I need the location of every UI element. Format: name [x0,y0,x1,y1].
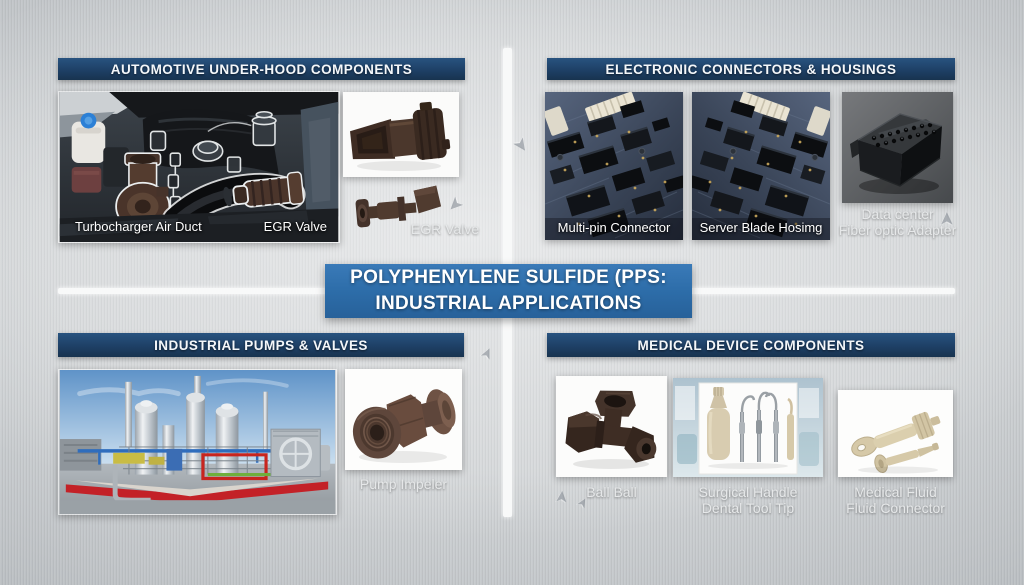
decorative-arrow-icon: ➤ [509,133,535,157]
fiber-adapter-caption-line1: Data center [861,206,934,222]
dental-tool-tips [739,391,794,462]
dental-tools-caption-line2: Dental Tool Tip [701,500,795,516]
tee-fitting-caption: Ball Ball [586,484,637,500]
dental-tools-caption-line1: Surgical Handle [698,484,798,500]
dental-tools-photo [673,378,823,477]
egr-valve-part [232,171,305,208]
fluid-connector-caption: Medical Fluid Fluid Connector [838,484,953,516]
main-title-line2: INDUSTRIAL APPLICATIONS [375,293,642,314]
dental-tools-caption: Surgical Handle Dental Tool Tip [673,484,823,516]
header-medical: MEDICAL DEVICE COMPONENTS [547,333,955,357]
fiber-adapter-photo [842,92,953,203]
main-title: POLYPHENYLENE SULFIDE (PPS: INDUSTRIAL A… [325,264,692,318]
decorative-arrow-icon: ➤ [443,192,468,218]
engine-bay-illustration [59,92,339,242]
header-pumps: INDUSTRIAL PUMPS & VALVES [58,333,464,357]
egr-valve-part2-image [352,180,447,238]
pump-impeller-photo [345,369,462,470]
engine-label-turbo: Turbocharger Air Duct [75,219,202,234]
industrial-plant-illustration [59,370,336,514]
fiber-adapter-illustration [842,92,953,203]
egr-valve-part-illustration [343,92,459,177]
circuit-board-1-illustration [545,92,683,240]
header-electronics: ELECTRONIC CONNECTORS & HOUSINGS [547,58,955,80]
surgical-handle [707,387,730,460]
header-medical-label: MEDICAL DEVICE COMPONENTS [637,337,865,353]
circuit-board-photo-2: Server Blade Hosimg [692,92,830,240]
egr-part-caption: EGR Valve [410,221,480,237]
header-electronics-label: ELECTRONIC CONNECTORS & HOUSINGS [605,61,897,77]
industrial-plant-photo [58,369,337,515]
engine-bay-photo: Turbocharger Air Duct EGR Valve [58,91,340,243]
fluid-connector-caption-line2: Fluid Connector [846,500,945,516]
fiber-adapter-caption: Data center Fiber optic Adapter [832,206,963,238]
egr-valve-part2-illustration [355,185,442,228]
connector-large [851,411,941,457]
connector-small [874,442,939,474]
circuit-board-2-illustration [692,92,830,240]
fluid-connector-illustration [838,390,953,477]
header-pumps-label: INDUSTRIAL PUMPS & VALVES [154,337,368,353]
fluid-connector-photo [838,390,953,477]
decorative-arrow-icon: ➤ [476,344,498,363]
circuit-board-photo-1: Multi-pin Connector [545,92,683,240]
header-automotive-label: AUTOMOTIVE UNDER-HOOD COMPONENTS [110,61,413,77]
pump-impeller-illustration [345,369,462,470]
engine-label-egr: EGR Valve [263,219,327,234]
fluid-connector-caption-line1: Medical Fluid [854,484,937,500]
pump-impeller-caption: Pump Impeler [359,476,448,492]
board1-caption: Multi-pin Connector [557,220,671,235]
fiber-adapter-caption-line2: Fiber optic Adapter [838,222,957,238]
tee-fitting-illustration [556,376,667,477]
board2-caption: Server Blade Hosimg [699,220,823,235]
egr-valve-part-photo [343,92,459,177]
dental-tools-illustration [673,378,823,477]
header-automotive: AUTOMOTIVE UNDER-HOOD COMPONENTS [58,58,465,80]
tee-fitting-photo [556,376,667,477]
main-title-line1: POLYPHENYLENE SULFIDE (PPS: [350,267,667,288]
